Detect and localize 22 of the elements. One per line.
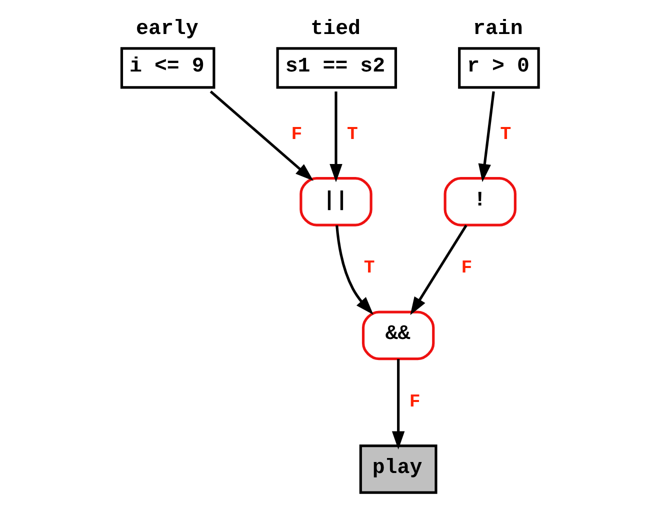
edge-label: F [460,258,472,279]
edge-label: F [290,124,302,145]
node-label: rain [472,18,522,41]
node-box: && [361,310,434,360]
edge-label: F [408,392,420,412]
node-box: s1 == s2 [276,47,397,89]
arrow [391,359,404,450]
node-box: || [299,177,372,226]
arrow [478,91,494,182]
node-box: ! [443,177,516,226]
edge-label: T [346,124,358,145]
arrow [329,91,342,182]
arrow [410,224,467,316]
node-label: early [136,18,198,41]
node-box: i <= 9 [120,47,215,89]
arrow [209,90,313,181]
node-box: r > 0 [458,47,540,89]
edge-label: T [363,258,374,279]
node-box: play [358,444,437,494]
edge-label: T [500,124,511,145]
node-label: tied [310,18,360,41]
arrow [335,225,373,315]
